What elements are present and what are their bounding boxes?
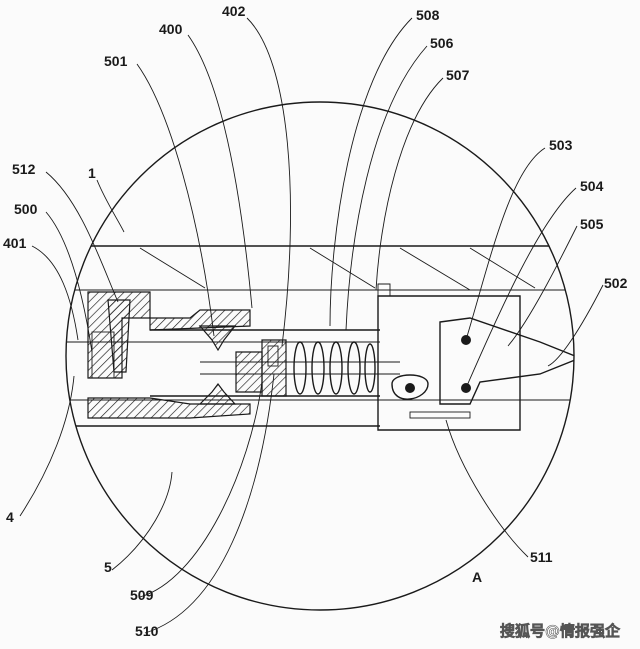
label-504: 504 (580, 178, 604, 194)
label-501: 501 (104, 53, 128, 69)
label-402: 402 (222, 3, 246, 19)
label-505: 505 (580, 216, 604, 232)
break-line-4 (399, 247, 471, 291)
spring-506 (293, 341, 376, 395)
label-5: 5 (104, 559, 112, 575)
break-line-3 (469, 247, 536, 289)
break-line-2 (309, 247, 376, 289)
label-4: 4 (6, 509, 14, 525)
lower-sleeve-hatched (87, 397, 251, 419)
spring-plate-511 (409, 411, 471, 419)
valve-core-402 (235, 351, 263, 393)
detail-circle (65, 101, 575, 611)
label-401: 401 (3, 235, 27, 251)
label-A: A (472, 569, 482, 585)
upper-sleeve-hatched (149, 309, 251, 331)
label-510: 510 (135, 623, 159, 639)
pin-512-hatched (107, 299, 131, 373)
label-509: 509 (130, 587, 154, 603)
label-503: 503 (549, 137, 573, 153)
cam-pivot (405, 383, 415, 393)
label-511: 511 (530, 549, 553, 565)
label-1: 1 (88, 165, 96, 181)
seal-501-top (198, 325, 237, 352)
label-507: 507 (446, 67, 470, 83)
section-view (66, 245, 574, 431)
valve-bore-510 (267, 345, 279, 367)
watermark: 搜狐号@情报强企 (500, 622, 621, 640)
leader-lines (19, 17, 604, 634)
lever-502 (439, 317, 574, 405)
cavity-401 (91, 331, 115, 379)
label-506: 506 (430, 35, 454, 51)
block-505 (377, 295, 521, 431)
seal-501-bottom (198, 383, 237, 405)
label-500: 500 (14, 201, 38, 217)
valve-seat-509 (261, 339, 287, 397)
label-400: 400 (159, 21, 183, 37)
block-flange-507 (377, 283, 391, 296)
break-line-1 (139, 247, 206, 289)
label-502: 502 (604, 275, 628, 291)
label-512: 512 (12, 161, 36, 177)
cam-disc (391, 374, 429, 400)
label-508: 508 (416, 7, 440, 23)
